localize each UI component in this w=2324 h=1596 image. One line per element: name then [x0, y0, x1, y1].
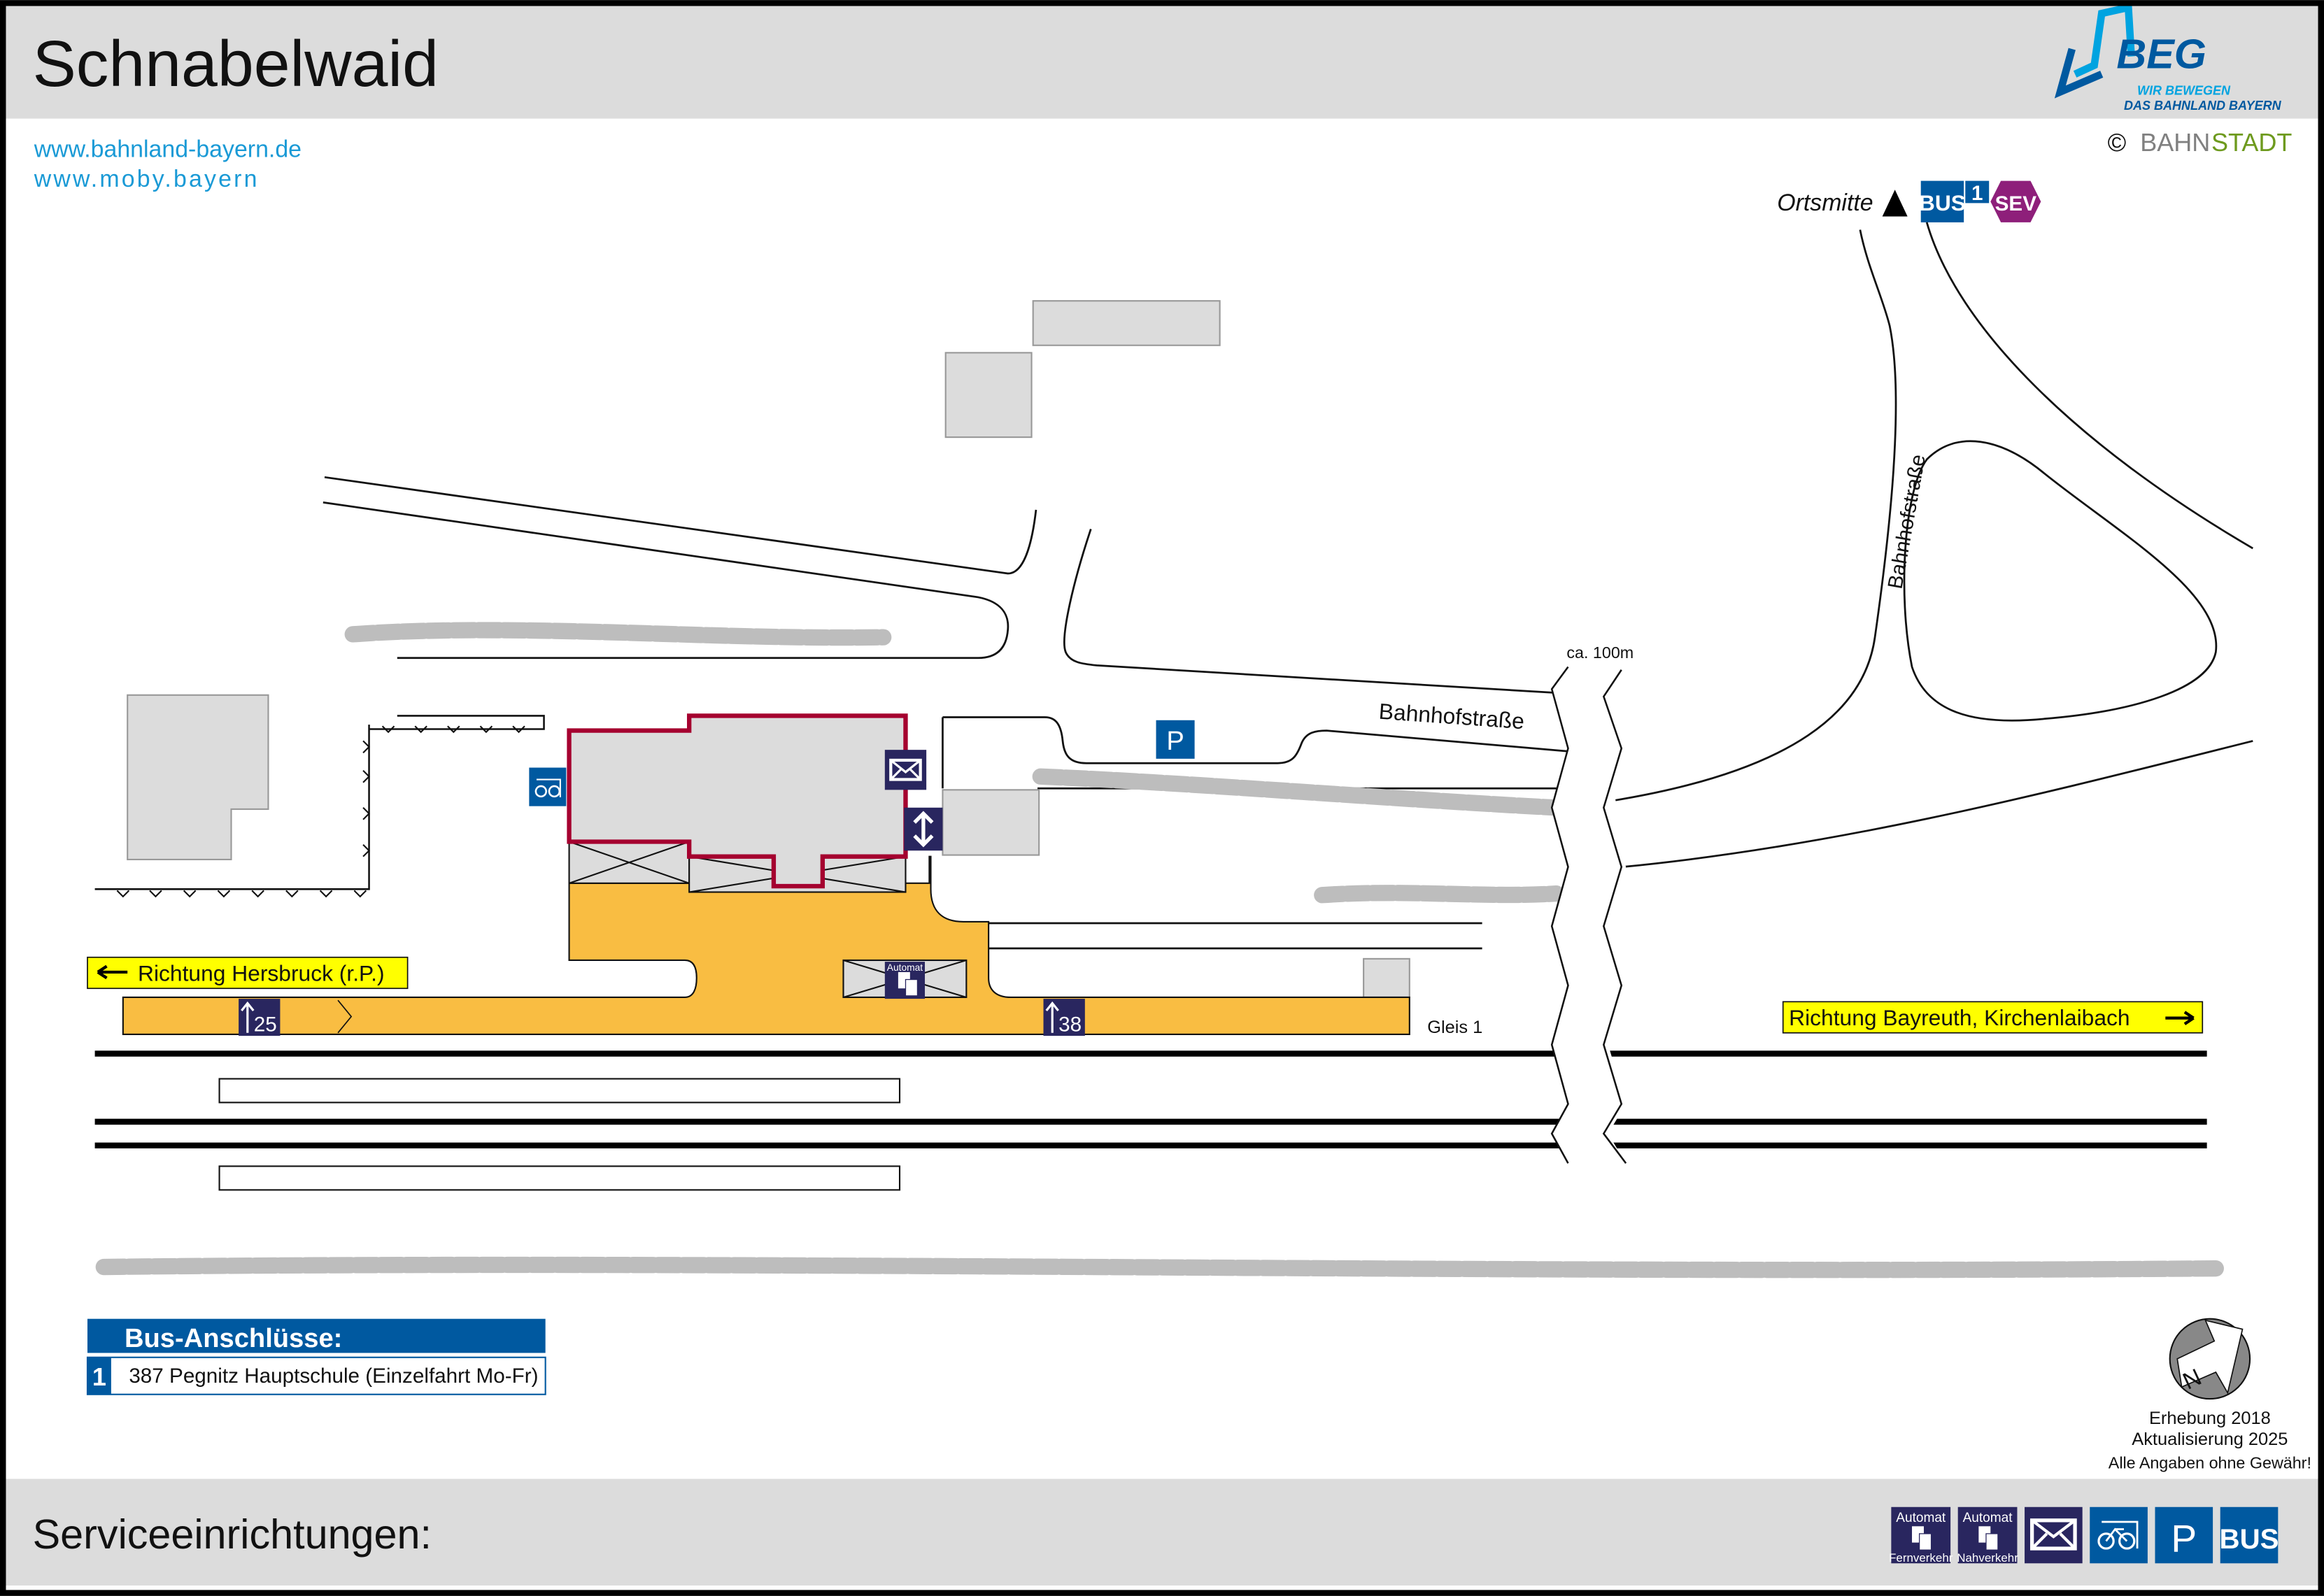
disclaimer: Alle Angaben ohne Gewähr!: [2109, 1454, 2311, 1472]
svg-text:BEG: BEG: [2116, 31, 2206, 78]
svg-text:P: P: [1166, 726, 1184, 756]
bus-stop-icon: BUS 1: [1919, 180, 1990, 222]
svg-text:BUS: BUS: [1919, 190, 1966, 215]
svg-text:DAS BAHNLAND BAYERN: DAS BAHNLAND BAYERN: [2124, 99, 2282, 113]
buildings: [127, 300, 1410, 999]
sev-icon: SEV: [1990, 180, 2041, 222]
svg-text:WIR BEWEGEN: WIR BEWEGEN: [2137, 84, 2231, 98]
service-bicycle-parking-icon: [2090, 1506, 2148, 1564]
parking-icon: P: [1156, 720, 1195, 759]
fence: [116, 725, 525, 898]
ticket-machine-icon: Automat: [884, 962, 926, 999]
ortsmitte-label: Ortsmitte: [1777, 190, 1873, 216]
roads: [94, 222, 2254, 950]
tracks: [94, 1050, 2207, 1149]
service-ticket-machine-regional: Automat Nahverkehr: [1957, 1506, 2018, 1565]
link-bahnland-bayern[interactable]: www.bahnland-bayern.de: [34, 136, 302, 163]
svg-text:Automat: Automat: [1896, 1511, 1946, 1525]
hedges: [95, 622, 2224, 1278]
svg-text:©: ©: [2108, 128, 2127, 157]
direction-up-icon: [1882, 190, 1908, 217]
svg-text:25: 25: [254, 1013, 277, 1036]
platform-height-25-icon: 25: [239, 999, 281, 1036]
svg-text:Nahverkehr: Nahverkehr: [1957, 1551, 2018, 1565]
service-ticket-machine-long-distance: Automat Fernverkehr: [1889, 1506, 1953, 1565]
platform-outline: [218, 1165, 901, 1191]
platform-height-38-icon: 38: [1043, 999, 1085, 1036]
bahnstadt-credit: © BAHN STADT: [2108, 128, 2293, 157]
map-break-line: [1550, 666, 1569, 1164]
svg-text:Automat: Automat: [1963, 1511, 2013, 1525]
station-building: [567, 713, 908, 889]
link-moby-bayern[interactable]: www.moby.bayern: [34, 166, 260, 192]
direction-sign-east: Richtung Bayreuth, Kirchenlaibach: [1782, 1001, 2204, 1034]
mailbox-icon: [884, 750, 927, 790]
svg-text:Bus-Anschlüsse:: Bus-Anschlüsse:: [125, 1323, 342, 1353]
beg-logo: BEG WIR BEWEGEN DAS BAHNLAND BAYERN: [2054, 3, 2282, 113]
header-band: [6, 6, 2318, 119]
service-parking-icon: P: [2155, 1506, 2213, 1564]
bus-connections-panel: Bus-Anschlüsse: 1 387 Pegnitz Hauptschul…: [86, 1318, 546, 1395]
svg-text:387 Pegnitz Hauptschule (Einze: 387 Pegnitz Hauptschule (Einzelfahrt Mo-…: [129, 1365, 538, 1388]
page-title: Schnabelwaid: [33, 27, 439, 100]
service-mailbox-icon: [2025, 1506, 2083, 1564]
svg-text:STADT: STADT: [2211, 128, 2292, 157]
street-label-bahnhofstrasse: Bahnhofstraße: [1378, 699, 1525, 734]
distance-label: ca. 100m: [1566, 643, 1634, 662]
svg-text:Fernverkehr: Fernverkehr: [1889, 1551, 1953, 1565]
svg-text:Richtung Hersbruck (r.P.): Richtung Hersbruck (r.P.): [138, 961, 384, 986]
footer-title: Serviceeinrichtungen:: [33, 1511, 432, 1558]
svg-text:1: 1: [92, 1362, 106, 1391]
platform-ramp: [337, 999, 353, 1034]
map-break: [1552, 667, 1627, 1164]
platform: [122, 855, 1410, 1035]
direction-sign-west: Richtung Hersbruck (r.P.): [87, 956, 409, 990]
street-label-bahnhofstrasse-north: Bahnhofstraße: [1884, 453, 1930, 590]
map-break-line: [1602, 669, 1627, 1164]
service-bus-icon: BUS: [2220, 1506, 2279, 1564]
svg-text:BUS: BUS: [2220, 1523, 2279, 1555]
svg-text:Automat: Automat: [887, 962, 923, 973]
svg-text:SEV: SEV: [1995, 192, 2037, 215]
track-label: Gleis 1: [1427, 1018, 1482, 1037]
bicycle-parking-icon: [529, 767, 567, 806]
svg-text:Richtung Bayreuth, Kirchenlaib: Richtung Bayreuth, Kirchenlaibach: [1789, 1005, 2130, 1030]
platform-outline: [218, 1078, 901, 1104]
stairs-icon: [904, 807, 943, 851]
north-arrow-icon: N: [2169, 1318, 2251, 1400]
svg-text:1: 1: [1971, 182, 1983, 205]
update-date: Aktualisierung 2025: [2132, 1430, 2288, 1449]
svg-text:38: 38: [1058, 1013, 1082, 1036]
svg-text:P: P: [2171, 1516, 2197, 1560]
svg-text:BAHN: BAHN: [2140, 128, 2210, 157]
survey-date: Erhebung 2018: [2149, 1409, 2271, 1428]
